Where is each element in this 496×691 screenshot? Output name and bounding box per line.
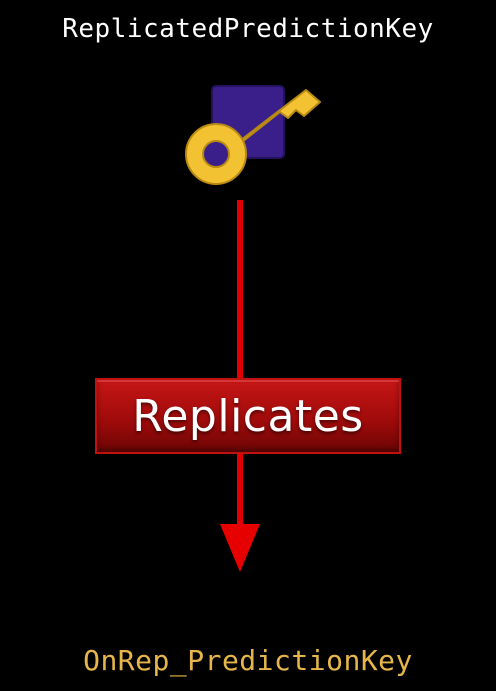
flow-arrow-line — [237, 200, 243, 530]
target-label: OnRep_PredictionKey — [83, 644, 413, 677]
key-glyph — [185, 89, 321, 185]
replicates-box: Replicates — [95, 378, 401, 454]
key-icon — [176, 72, 328, 192]
source-label: ReplicatedPredictionKey — [62, 14, 434, 44]
replicates-label: Replicates — [132, 390, 364, 442]
flow-arrow-head — [220, 524, 260, 572]
